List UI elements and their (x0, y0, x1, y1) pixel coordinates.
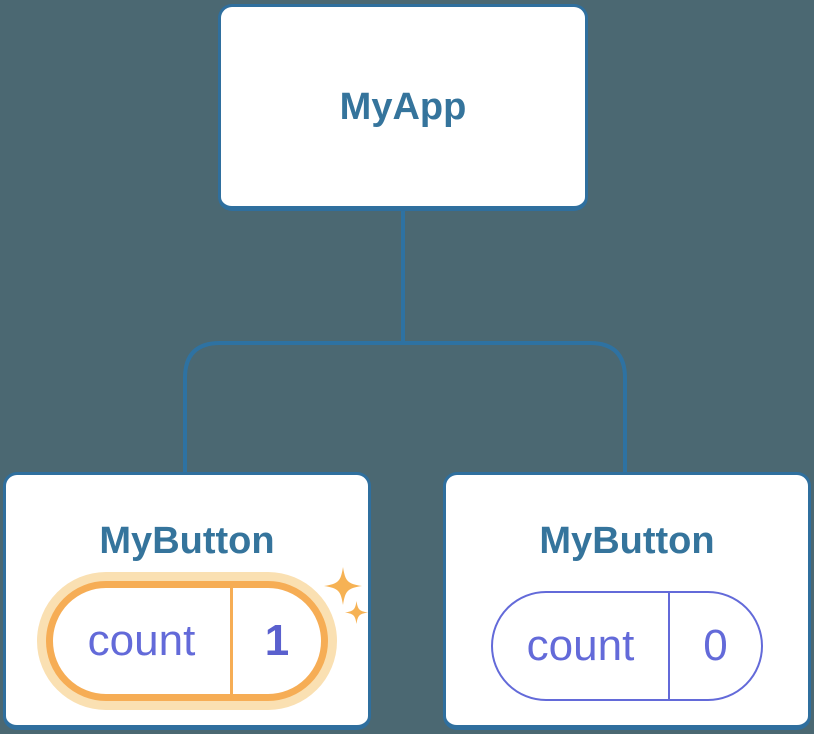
child-component-name: MyButton (99, 520, 275, 562)
child-component-name: MyButton (539, 520, 715, 562)
state-key-cell: count (53, 588, 230, 694)
sparkle-icon (345, 601, 368, 624)
root-component-card: MyApp (218, 4, 588, 211)
state-value-cell: 0 (668, 593, 761, 699)
state-pill-plain: count 0 (491, 591, 763, 701)
state-value: 0 (703, 621, 728, 670)
state-pill-updated: count 1 (46, 581, 328, 701)
state-value: 1 (264, 616, 290, 665)
state-value-cell: 1 (230, 588, 321, 694)
state-key-label: count (526, 621, 635, 670)
root-component-name: MyApp (339, 85, 467, 128)
child-component-card-updated: MyButton count 1 (3, 472, 371, 730)
sparkle-icon (324, 567, 362, 605)
state-key-label: count (87, 616, 196, 665)
child-component-card-plain: MyButton count 0 (443, 472, 811, 730)
state-key-cell: count (493, 593, 668, 699)
